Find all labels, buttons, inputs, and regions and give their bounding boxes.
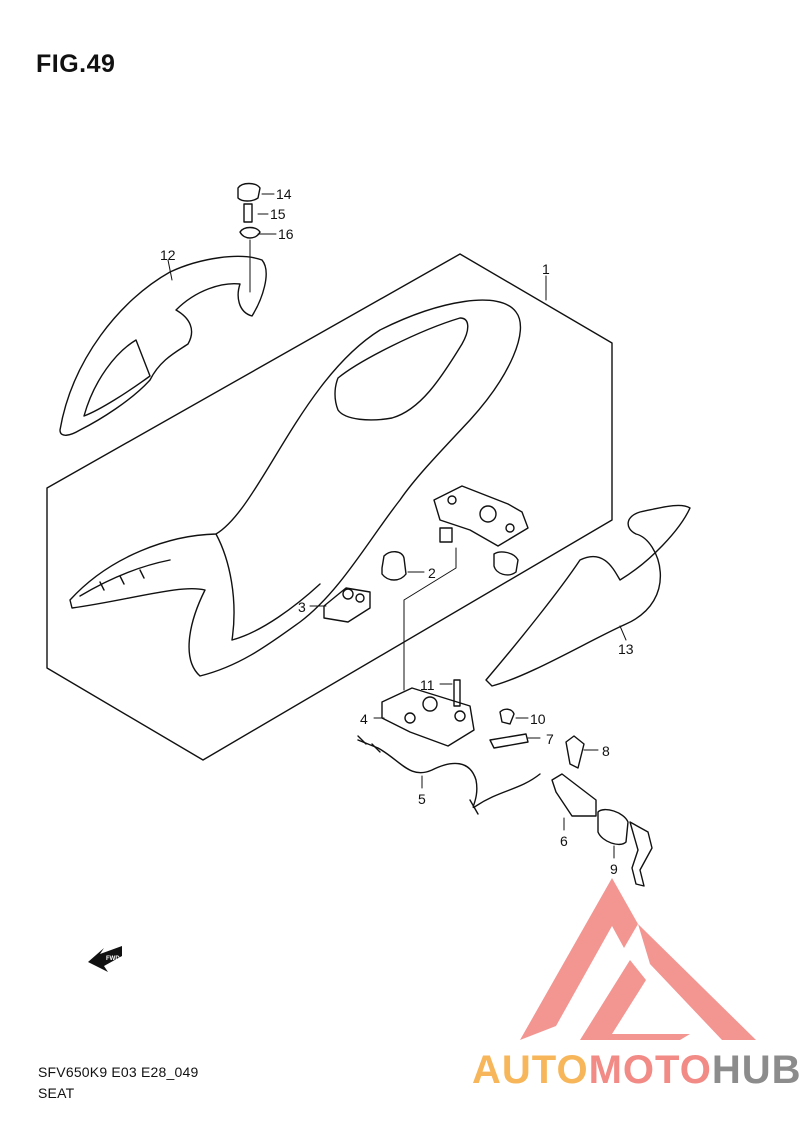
part-label-12: 12 (160, 247, 176, 263)
part-11-bolt (453, 679, 461, 707)
logo-triangle-icon (520, 878, 756, 1040)
part-3-cushion (323, 587, 371, 623)
part-label-9: 9 (610, 861, 618, 877)
part-label-5: 5 (418, 791, 426, 807)
part-16-washer (239, 226, 261, 239)
part-15-bolt (243, 203, 253, 223)
logo-text-hub: HUB (712, 1048, 800, 1092)
svg-text:AUTOMOTOHUB: AUTOMOTOHUB (472, 1048, 800, 1092)
part-label-2: 2 (428, 565, 436, 581)
part-label-13: 13 (618, 641, 634, 657)
part-6-bracket (551, 773, 597, 817)
part-7-clip (489, 733, 529, 749)
assembly-outline (46, 253, 613, 761)
model-code: SFV650K9 E03 E28_049 (38, 1064, 199, 1080)
part-label-10: 10 (530, 711, 546, 727)
part-label-6: 6 (560, 833, 568, 849)
logo-text-auto: AUTO (472, 1048, 589, 1092)
seat-bracket-plate (433, 485, 529, 547)
part-label-15: 15 (270, 206, 286, 222)
grab-rail-left (59, 255, 267, 436)
part-4-lock (381, 687, 475, 747)
part-5-cable (357, 739, 541, 809)
part-2-bushing (381, 551, 407, 581)
part-label-8: 8 (602, 743, 610, 759)
seat-inner-ridge (215, 533, 321, 641)
part-9-lock-cylinder (597, 808, 629, 846)
part-label-3: 3 (298, 599, 306, 615)
automotohub-logo: AUTOMOTOHUB (472, 878, 800, 1092)
seat-pillion-pad (334, 317, 469, 421)
grab-rail-right (485, 504, 691, 687)
part-label-14: 14 (276, 186, 292, 202)
figure-title: FIG.49 (36, 50, 116, 78)
key (629, 821, 653, 887)
part-label-1: 1 (542, 261, 550, 277)
seat-front-lip (79, 559, 171, 597)
seat-outer (69, 299, 522, 677)
fwd-label: FWD (106, 956, 120, 962)
section-name: SEAT (38, 1085, 75, 1101)
fwd-arrow-icon: FWD (88, 946, 122, 972)
part-10-bolt (499, 708, 515, 725)
part-label-4: 4 (360, 711, 368, 727)
part-label-7: 7 (546, 731, 554, 747)
part-label-16: 16 (278, 226, 294, 242)
grab-rail-left-cutout (83, 339, 151, 417)
logo-text-moto: MOTO (589, 1048, 712, 1092)
part-label-11: 11 (420, 677, 435, 693)
part-8-clamp (565, 735, 585, 769)
part-14-cap (237, 182, 261, 202)
